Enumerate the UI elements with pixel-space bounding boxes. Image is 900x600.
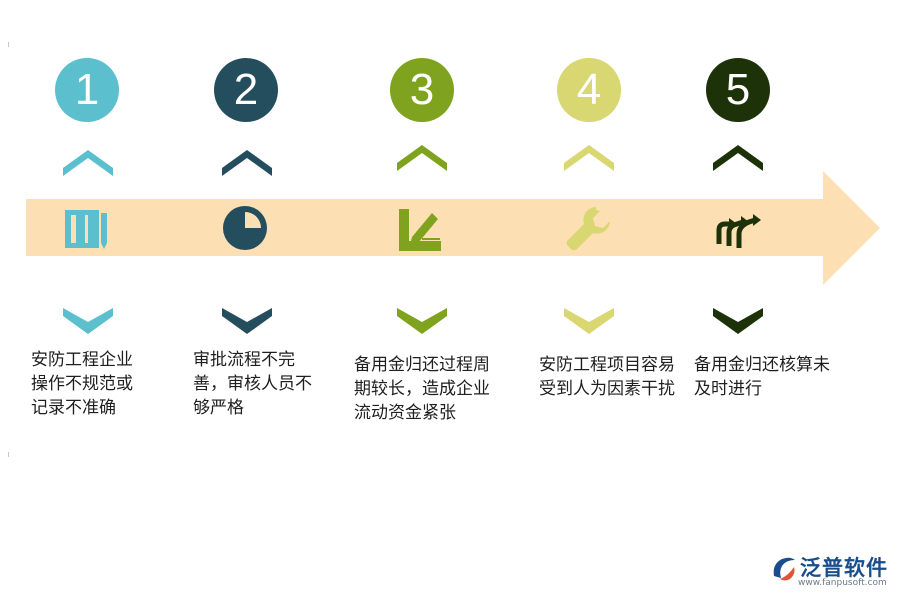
step-2-text: 审批流程不完善，审核人员不够严格 xyxy=(193,350,312,418)
step-4-text: 安防工程项目容易受到人为因素干扰 xyxy=(539,355,675,399)
step-5-chevron-up-icon xyxy=(713,145,763,171)
step-2-chevron-up-icon xyxy=(222,150,272,176)
step-4-chevron-down-icon xyxy=(564,308,614,334)
step-2-chevron-down-icon xyxy=(222,308,272,334)
logo-name: 泛普软件 xyxy=(800,556,888,580)
step-2-number: 2 xyxy=(233,65,259,114)
wrench-icon xyxy=(566,207,610,251)
step-4-circle: 4 xyxy=(557,58,621,122)
step-5-chevron-down-icon xyxy=(713,308,763,334)
fanpu-logo-icon xyxy=(773,557,795,581)
step-3-chevron-up-icon xyxy=(397,145,447,171)
logo-url: www.fanpusoft.com xyxy=(798,578,887,588)
step-1-text: 安防工程企业操作不规范或记录不准确 xyxy=(31,350,133,418)
step-1-chevron-up-icon xyxy=(63,150,113,176)
step-5-circle: 5 xyxy=(706,58,770,122)
step-1-number: 1 xyxy=(74,65,100,114)
edge-tick xyxy=(8,42,9,47)
step-5-text: 备用金归还核算未及时进行 xyxy=(694,355,830,399)
step-3-text: 备用金归还过程周期较长，造成企业流动资金紧张 xyxy=(354,355,490,423)
step-5-number: 5 xyxy=(725,65,751,114)
step-4-chevron-up-icon xyxy=(564,145,614,171)
edge-tick xyxy=(8,452,9,457)
step-3-circle: 3 xyxy=(390,58,454,122)
step-3-chevron-down-icon xyxy=(397,308,447,334)
pencil-ruler-icon xyxy=(399,209,441,251)
step-1-circle: 1 xyxy=(55,58,119,122)
arrows-icon xyxy=(716,214,761,248)
step-4-number: 4 xyxy=(576,65,602,114)
step-3-number: 3 xyxy=(409,65,435,114)
step-1-chevron-down-icon xyxy=(63,308,113,334)
pie-chart-icon xyxy=(223,206,267,250)
book-icon xyxy=(65,210,107,249)
step-2-circle: 2 xyxy=(214,58,278,122)
fanpu-logo: 泛普软件 www.fanpusoft.com xyxy=(770,552,895,596)
